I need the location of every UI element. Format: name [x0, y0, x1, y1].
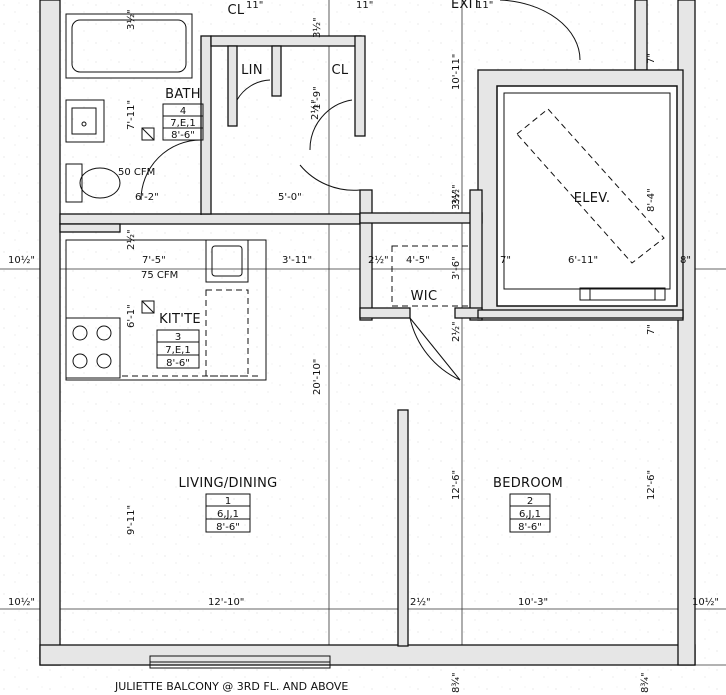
room-bedroom: BEDROOM 2 6,J,1 8'-6"	[493, 476, 563, 533]
svg-text:8¾": 8¾"	[640, 672, 651, 693]
svg-text:6'-1": 6'-1"	[126, 304, 137, 328]
elevator-shaft	[477, 69, 684, 321]
svg-text:2½": 2½"	[309, 99, 321, 120]
interior-walls	[59, 35, 684, 647]
svg-text:12'-6": 12'-6"	[646, 470, 657, 500]
svg-text:7": 7"	[646, 324, 657, 335]
svg-text:BEDROOM: BEDROOM	[493, 476, 563, 491]
room-living-dining: LIVING/DINING 1 6,J,1 8'-6"	[178, 476, 277, 533]
svg-text:1: 1	[225, 496, 231, 507]
svg-text:12'-10": 12'-10"	[208, 597, 244, 608]
svg-text:11": 11"	[476, 0, 493, 11]
svg-text:8'-6": 8'-6"	[216, 522, 240, 533]
svg-text:2½": 2½"	[368, 254, 389, 266]
kitchen-cabinets	[65, 239, 267, 381]
exit-door-swing	[499, 0, 581, 61]
cl-door-swing	[309, 99, 353, 151]
svg-text:8'-6": 8'-6"	[166, 358, 190, 369]
svg-text:3½": 3½"	[450, 184, 462, 205]
dimensions: 3½" 7'-11" 6'-2" 5'-0" 3½" 10'-11" 1'-9"…	[8, 0, 719, 693]
cooktop	[65, 317, 121, 379]
bathtub	[65, 13, 193, 79]
svg-text:7'-5": 7'-5"	[142, 255, 166, 266]
svg-text:4'-5": 4'-5"	[406, 255, 430, 266]
svg-text:8'-6": 8'-6"	[518, 522, 542, 533]
room-wic: WIC	[411, 289, 438, 304]
room-closet-top: CL	[228, 3, 245, 18]
hall-door-swing	[299, 164, 361, 191]
svg-text:6,J,1: 6,J,1	[519, 509, 541, 520]
svg-text:20'-10": 20'-10"	[312, 359, 323, 395]
room-closet-hall: CL	[332, 63, 349, 78]
svg-text:3½": 3½"	[450, 189, 462, 210]
svg-text:7": 7"	[500, 255, 511, 266]
room-exit: EXIT	[451, 0, 481, 12]
svg-text:10½": 10½"	[8, 596, 35, 608]
balcony-caption: JULIETTE BALCONY @ 3RD FL. AND ABOVE	[114, 680, 348, 693]
room-kitchenette: KIT'TE 3 7,E,1 8'-6"	[156, 312, 201, 369]
svg-text:7,E,1: 7,E,1	[170, 118, 195, 129]
svg-text:2½": 2½"	[450, 321, 462, 342]
kitchen-fan-symbol	[141, 300, 155, 314]
svg-text:8¾": 8¾"	[451, 672, 462, 693]
svg-text:7'-11": 7'-11"	[126, 100, 137, 130]
svg-text:9'-11": 9'-11"	[126, 505, 137, 535]
svg-text:12'-6": 12'-6"	[451, 470, 462, 500]
svg-text:8": 8"	[680, 255, 691, 266]
svg-text:BATH: BATH	[165, 87, 201, 102]
svg-text:11": 11"	[246, 0, 263, 11]
svg-text:3½": 3½"	[125, 9, 137, 30]
wic-door-swing	[409, 317, 461, 381]
svg-text:3'-6": 3'-6"	[451, 256, 462, 280]
svg-text:6'-11": 6'-11"	[568, 255, 598, 266]
svg-text:LIVING/DINING: LIVING/DINING	[178, 476, 277, 491]
svg-text:4: 4	[180, 106, 186, 117]
bath-sink	[65, 99, 105, 143]
room-elevator: ELEV.	[574, 191, 611, 206]
exterior-walls	[39, 0, 696, 666]
dimension-ticks	[59, 205, 361, 215]
svg-text:2½": 2½"	[125, 229, 137, 250]
svg-text:10'-11": 10'-11"	[451, 54, 462, 90]
bath-fan-label: 50 CFM	[118, 167, 155, 178]
kitchen-fan-label: 75 CFM	[141, 270, 178, 281]
svg-text:3½": 3½"	[311, 17, 323, 38]
toilet	[65, 163, 121, 203]
room-bath: BATH 4 7,E,1 8'-6"	[162, 87, 204, 141]
svg-text:10½": 10½"	[692, 596, 719, 608]
svg-text:10½": 10½"	[8, 254, 35, 266]
wic-shelf	[391, 245, 471, 307]
svg-text:5'-0": 5'-0"	[278, 192, 302, 203]
svg-text:7": 7"	[646, 53, 657, 64]
svg-text:3'-11": 3'-11"	[282, 255, 312, 266]
svg-text:6,J,1: 6,J,1	[217, 509, 239, 520]
svg-text:6'-2": 6'-2"	[135, 192, 159, 203]
svg-text:1'-9": 1'-9"	[312, 86, 323, 110]
svg-text:8'-4": 8'-4"	[646, 188, 657, 212]
svg-text:8'-6": 8'-6"	[171, 130, 195, 141]
lin-door-swing	[236, 79, 271, 101]
room-lin: LIN	[241, 63, 263, 78]
svg-text:7,E,1: 7,E,1	[165, 345, 190, 356]
svg-text:10'-3": 10'-3"	[518, 597, 548, 608]
bath-door-swing	[140, 139, 202, 201]
wic-door	[409, 317, 461, 381]
svg-text:2: 2	[527, 496, 533, 507]
svg-text:11": 11"	[356, 0, 373, 11]
juliette-balcony-rail	[149, 655, 331, 669]
svg-text:KIT'TE: KIT'TE	[159, 312, 201, 327]
svg-text:3: 3	[175, 332, 181, 343]
svg-text:2½": 2½"	[410, 596, 431, 608]
bath-fan-symbol	[141, 127, 155, 141]
